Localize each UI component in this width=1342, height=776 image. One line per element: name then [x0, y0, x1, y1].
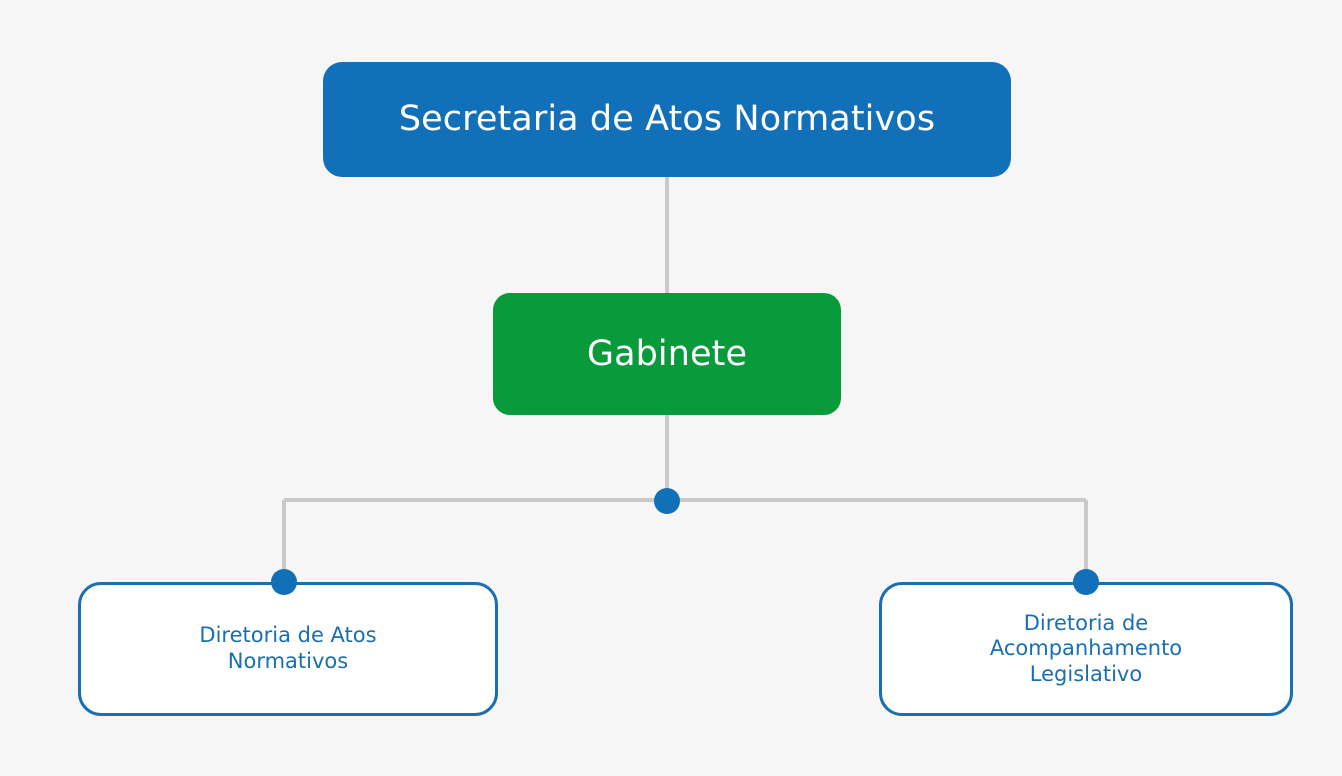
node-diretoria-de-acompanhamento-legislativo[interactable]: Diretoria de Acompanhamento Legislativo: [879, 582, 1293, 716]
node-secretaria-de-atos-normativos[interactable]: Secretaria de Atos Normativos: [323, 62, 1011, 177]
node-gabinete[interactable]: Gabinete: [493, 293, 841, 415]
connector-dot-leaf-left-icon: [271, 569, 297, 595]
connector-dot-leaf-right-icon: [1073, 569, 1099, 595]
junction-dot-icon: [654, 488, 680, 514]
node-diretoria-de-atos-normativos[interactable]: Diretoria de Atos Normativos: [78, 582, 498, 716]
